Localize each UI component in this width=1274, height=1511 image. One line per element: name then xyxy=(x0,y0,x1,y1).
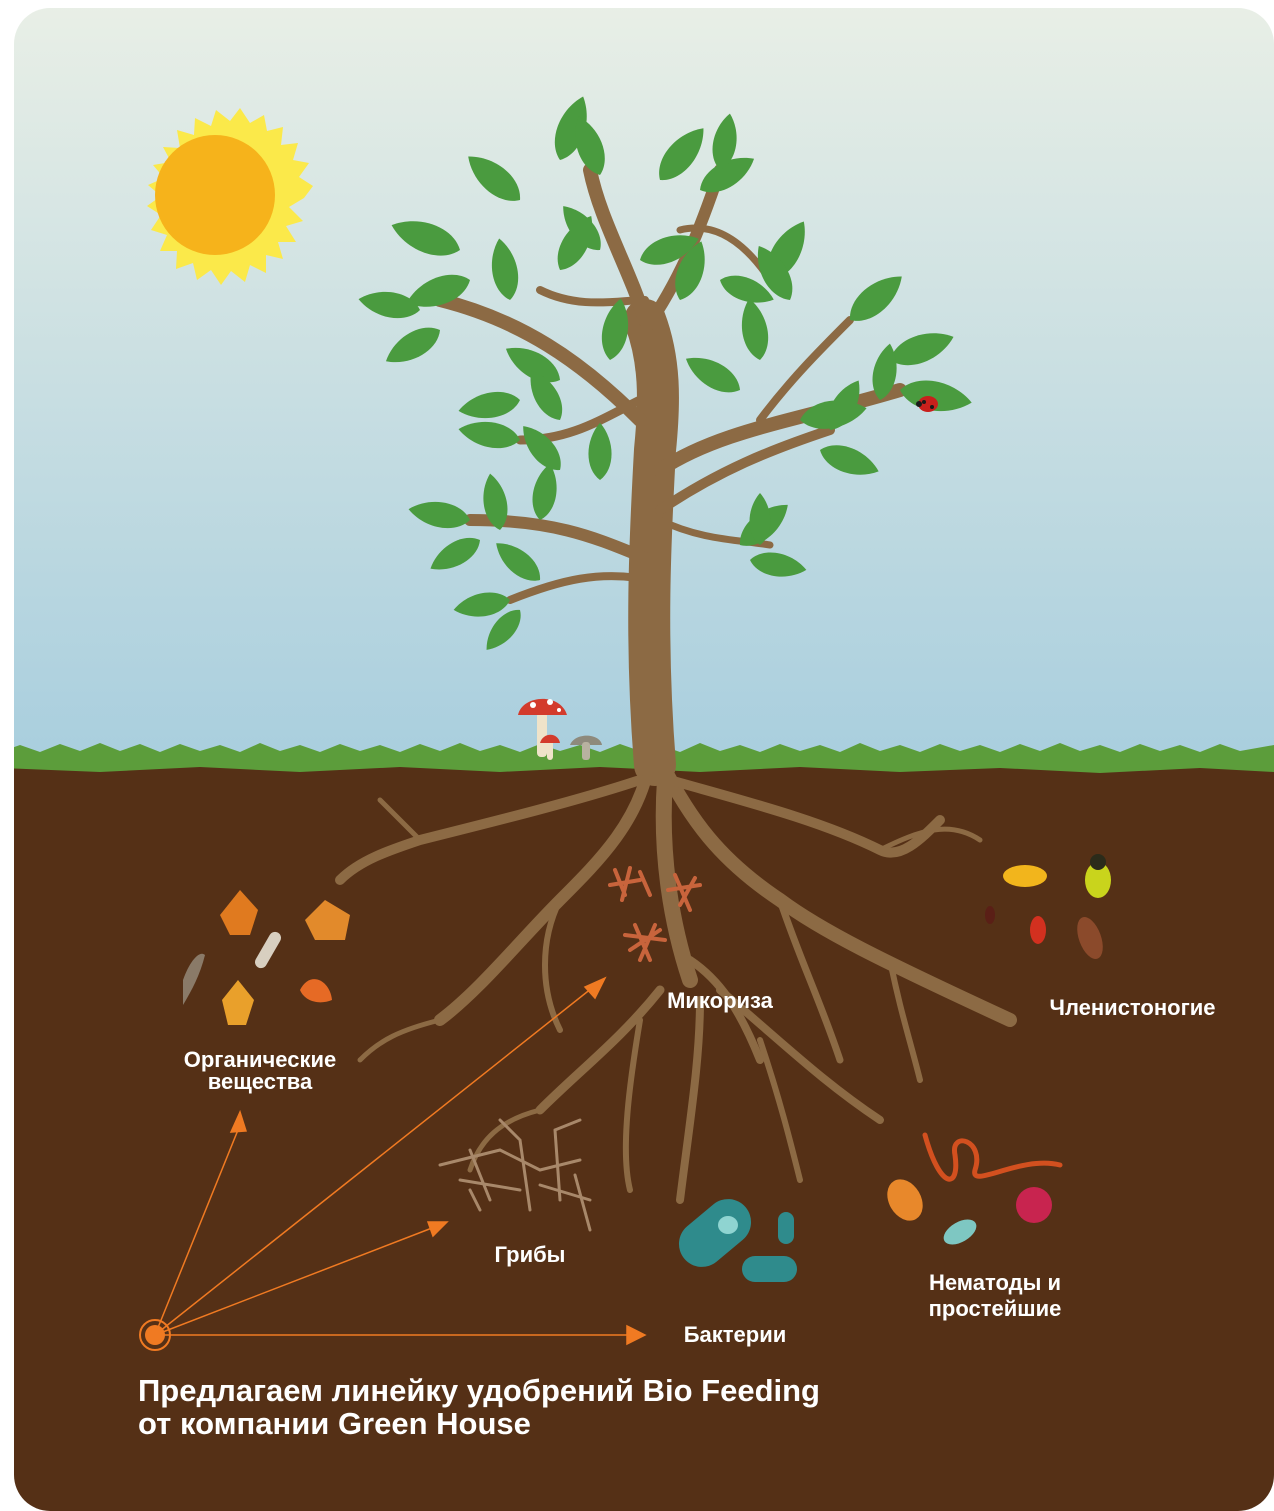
footer-text: Предлагаем линейку удобрений Bio Feeding… xyxy=(138,1374,1138,1440)
label-nematodes: Нематоды и простейшие xyxy=(900,1270,1090,1322)
label-mycorrhiza: Микориза xyxy=(640,989,800,1013)
label-organic: Органические вещества xyxy=(150,1049,370,1093)
footer-line-2: от компании Green House xyxy=(138,1407,1138,1440)
label-fungi: Грибы xyxy=(450,1243,610,1267)
label-arthropods: Членистоногие xyxy=(1025,996,1240,1020)
footer-line-1: Предлагаем линейку удобрений Bio Feeding xyxy=(138,1374,1138,1407)
label-bacteria: Бактерии xyxy=(650,1323,820,1347)
